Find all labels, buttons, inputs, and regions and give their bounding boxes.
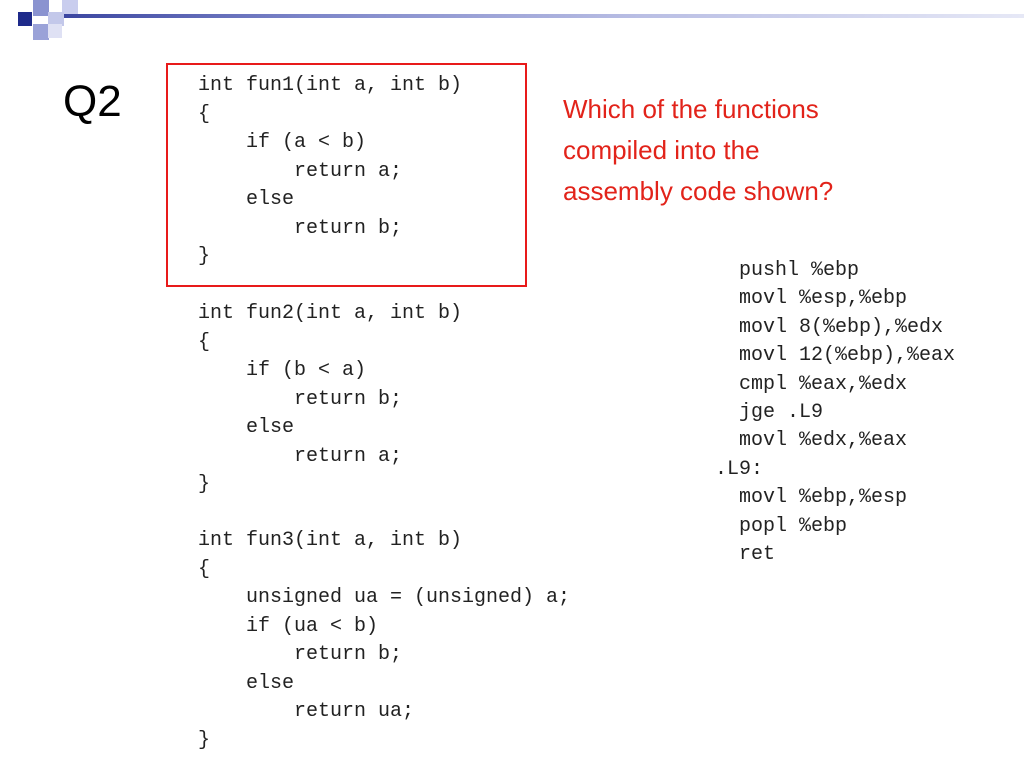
- code-line: }: [198, 728, 211, 752]
- code-line: if (b < a): [198, 359, 367, 382]
- asm-line: movl 12(%ebp),%eax: [715, 344, 956, 368]
- answer-highlight-box: [166, 63, 527, 287]
- header-square-decoration: [33, 0, 49, 16]
- code-line: }: [198, 473, 211, 496]
- header-square-decoration: [18, 12, 32, 26]
- code-line: {: [198, 102, 211, 126]
- code-block-fun2: int fun2(int a, int b) { if (b < a) retur…: [198, 300, 462, 500]
- asm-line: movl %ebp,%esp: [715, 486, 908, 510]
- header-rule: [60, 14, 1024, 18]
- question-line: Which of the functions: [563, 94, 819, 124]
- code-line: else: [198, 416, 295, 439]
- code-line: else: [198, 671, 295, 695]
- code-line: return ua;: [198, 700, 415, 723]
- code-line: if (ua < b): [198, 614, 379, 638]
- assembly-code-block: pushl %ebp movl %esp,%ebp movl 8(%ebp),%…: [715, 257, 955, 569]
- code-line: int fun2(int a, int b): [198, 302, 463, 325]
- code-line: unsigned ua = (unsigned) a;: [198, 586, 571, 609]
- header-square-decoration: [62, 0, 78, 14]
- asm-line: movl %edx,%eax: [715, 429, 908, 453]
- code-line: return b;: [198, 216, 403, 240]
- asm-line: jge .L9: [715, 400, 824, 424]
- asm-line: ret: [715, 542, 776, 566]
- asm-line: cmpl %eax,%edx: [715, 372, 908, 396]
- asm-line: movl 8(%ebp),%edx: [715, 315, 944, 339]
- code-line: return a;: [198, 159, 403, 183]
- code-line: return b;: [198, 387, 403, 411]
- code-line: if (a < b): [198, 131, 367, 154]
- code-line: {: [198, 557, 211, 581]
- code-line: return a;: [198, 444, 403, 468]
- asm-line: pushl %ebp: [715, 259, 860, 282]
- header-square-decoration: [33, 24, 49, 40]
- code-block-fun3: int fun3(int a, int b) { unsigned ua = (u…: [198, 527, 570, 755]
- code-line: else: [198, 188, 295, 211]
- code-line: int fun1(int a, int b): [198, 74, 463, 97]
- code-line: {: [198, 330, 211, 354]
- asm-label-line: .L9:: [715, 457, 764, 481]
- asm-line: popl %ebp: [715, 514, 848, 538]
- code-block-fun1: int fun1(int a, int b) { if (a < b) retur…: [198, 72, 462, 272]
- header-square-decoration: [48, 24, 62, 38]
- question-line: compiled into the: [563, 135, 760, 165]
- asm-line: movl %esp,%ebp: [715, 287, 908, 311]
- header-square-decoration: [48, 12, 64, 26]
- question-text: Which of the functions compiled into the…: [563, 89, 963, 212]
- code-line: int fun3(int a, int b): [198, 529, 463, 552]
- question-line: assembly code shown?: [563, 176, 834, 206]
- code-line: }: [198, 245, 211, 268]
- slide-label: Q2: [63, 77, 122, 126]
- code-line: return b;: [198, 643, 403, 666]
